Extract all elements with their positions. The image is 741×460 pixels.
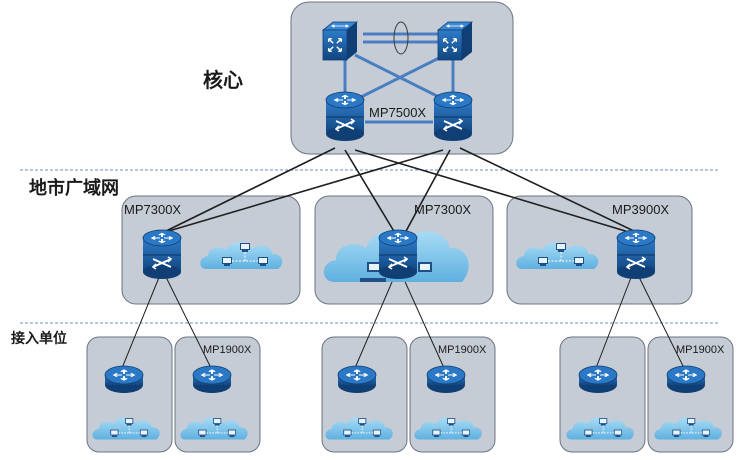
core-switch-icon [438,22,472,60]
router-icon [666,365,706,394]
metro-center-label: MP7300X [414,202,471,217]
core-router-icon [433,91,473,142]
tier-label-access: 接入单位 [11,331,67,347]
router-icon [337,365,377,394]
access-router-label: MP1900X [438,344,487,356]
link-aggregation-ring [393,21,409,55]
core-router-icon [325,91,365,142]
router-icon [578,365,618,394]
core-router-icon [142,229,182,280]
core-router-icon [378,229,418,280]
core-metro-links [161,147,639,234]
router-icon [426,365,466,394]
core-interconnect-links [343,32,455,124]
access-router-label: MP1900X [203,344,252,356]
metro-access-links [121,274,685,369]
metro-left-label: MP7300X [124,202,181,217]
router-icon [192,365,232,394]
tier-label-metro: 地市广域网 [29,178,119,199]
router-icon [104,365,144,394]
core-router-label: MP7500X [369,105,426,120]
metro-right-label: MP3900X [612,202,669,217]
tier-label-core: 核心 [203,68,243,92]
core-router-icon [616,229,656,280]
core-switch-icon [323,22,357,60]
access-router-label: MP1900X [676,344,725,356]
